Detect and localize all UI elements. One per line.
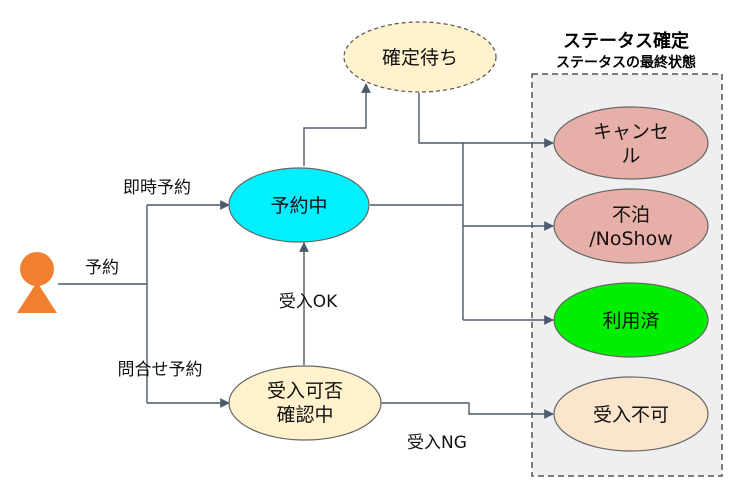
node-booked: 予約中 [228, 167, 370, 243]
node-cancelled-line2: ル [621, 145, 640, 167]
node-used-label: 利用済 [602, 310, 659, 332]
node-pending-confirmation: 確定待ち [343, 21, 497, 93]
person-icon [17, 252, 57, 313]
node-no-show-line2: /NoShow [589, 228, 673, 250]
edges [58, 83, 554, 419]
status-panel-subtitle: ステータスの最終状態 [556, 54, 696, 71]
node-cancelled: キャンセ ル [553, 106, 709, 180]
node-acceptance-check: 受入可否 確認中 [228, 365, 382, 441]
node-cancelled-line1: キャンセ [593, 121, 669, 143]
edge-label-reserve: 予約 [85, 258, 119, 278]
node-no-show: 不泊 /NoShow [553, 188, 709, 264]
status-panel-title: ステータス確定 [563, 30, 689, 52]
node-rejected: 受入不可 [553, 376, 709, 452]
edge-label-instant-booking: 即時予約 [123, 178, 191, 198]
node-acceptance-line1: 受入可否 [267, 380, 343, 402]
node-acceptance-line2: 確認中 [276, 404, 333, 426]
edge-label-accept-ok: 受入OK [279, 292, 338, 312]
edge-label-accept-ng: 受入NG [407, 433, 467, 453]
edge-label-inquiry-booking: 問合せ予約 [118, 360, 203, 380]
node-no-show-line1: 不泊 [612, 204, 650, 226]
node-used: 利用済 [553, 282, 709, 358]
node-pending-label: 確定待ち [382, 47, 458, 69]
node-booked-label: 予約中 [270, 195, 327, 217]
node-rejected-label: 受入不可 [593, 404, 669, 426]
